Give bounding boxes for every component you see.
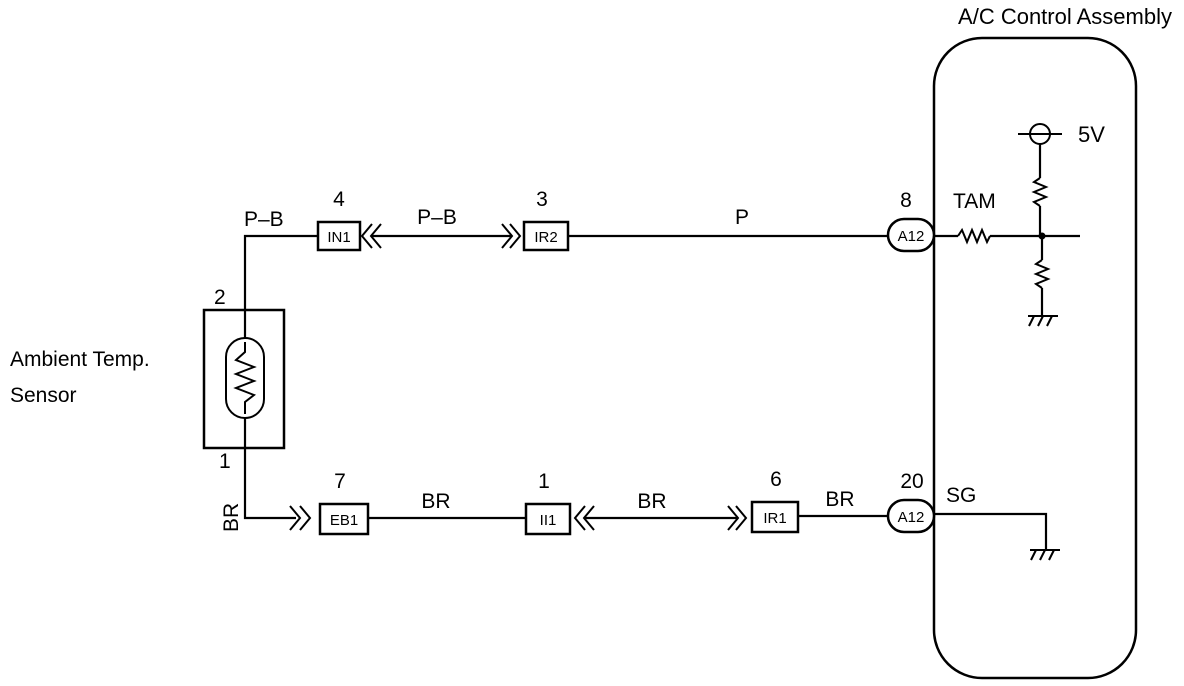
thermistor-zigzag: [233, 342, 257, 414]
connector-ir1-chevron-2: [735, 505, 748, 531]
tam-series-resistor: [957, 227, 991, 245]
wire-label-br-1: BR: [421, 490, 450, 513]
pulldown-resistor: [1033, 259, 1051, 289]
wire-label-br-3: BR: [825, 488, 854, 511]
connector-a12-bottom[interactable]: [886, 498, 936, 534]
connector-ir1-label: IR1: [763, 510, 786, 527]
connector-ir2-chevron-1: [501, 223, 514, 249]
connector-eb1-pin: 7: [334, 470, 346, 493]
connector-ir2-label: IR2: [534, 229, 557, 246]
wire-label-br-2: BR: [637, 490, 666, 513]
connector-a12-top-label: A12: [898, 228, 925, 245]
connector-in1-chevron-1: [360, 223, 373, 249]
sensor-pin-bottom: 1: [219, 450, 231, 473]
wire-label-pb-mid: P–B: [417, 206, 457, 229]
sensor-name-line2: Sensor: [10, 384, 77, 407]
sg-ground-wire: [934, 512, 1048, 550]
connector-ii1-pin: 1: [538, 470, 550, 493]
connector-in1-pin: 4: [333, 188, 345, 211]
connector-in1-label: IN1: [327, 229, 350, 246]
connector-a12-bottom-label: A12: [898, 509, 925, 526]
connector-in1[interactable]: [316, 220, 362, 252]
ground-icon-bottom: [1030, 549, 1060, 561]
signal-tam-label: TAM: [953, 190, 996, 213]
connector-a12-bottom-pin: 20: [900, 470, 923, 493]
sensor-name-line1: Ambient Temp.: [10, 348, 150, 371]
connector-ir1-chevron-1: [727, 505, 740, 531]
connector-ir1-pin: 6: [770, 468, 782, 491]
connector-eb1-label: EB1: [330, 512, 358, 529]
connector-ir2-chevron-2: [509, 223, 522, 249]
wire-label-pb-left: P–B: [244, 208, 284, 231]
wire-pb-left: [243, 234, 318, 310]
connector-a12-top-pin: 8: [900, 189, 912, 212]
connector-ii1-label: II1: [540, 512, 557, 529]
connector-eb1-chevron-1: [289, 505, 302, 531]
assembly-title: A/C Control Assembly: [958, 4, 1172, 29]
connector-eb1-chevron-2: [299, 505, 312, 531]
pullup-resistor: [1031, 177, 1049, 207]
connector-ir1[interactable]: [750, 500, 800, 534]
wire-label-p: P: [735, 206, 749, 229]
sensor-pin-top: 2: [214, 286, 226, 309]
wire-br-vertical: [243, 448, 296, 520]
signal-sg-label: SG: [946, 484, 976, 507]
connector-ir2-pin: 3: [536, 188, 548, 211]
ground-icon-top: [1028, 315, 1058, 327]
connector-ii1-chevron-1: [573, 505, 586, 531]
wire-label-br-vertical: BR: [220, 503, 243, 532]
connector-ii1[interactable]: [524, 502, 572, 536]
supply-5v-label: 5V: [1078, 122, 1105, 147]
ac-control-assembly-outline: [932, 36, 1138, 680]
